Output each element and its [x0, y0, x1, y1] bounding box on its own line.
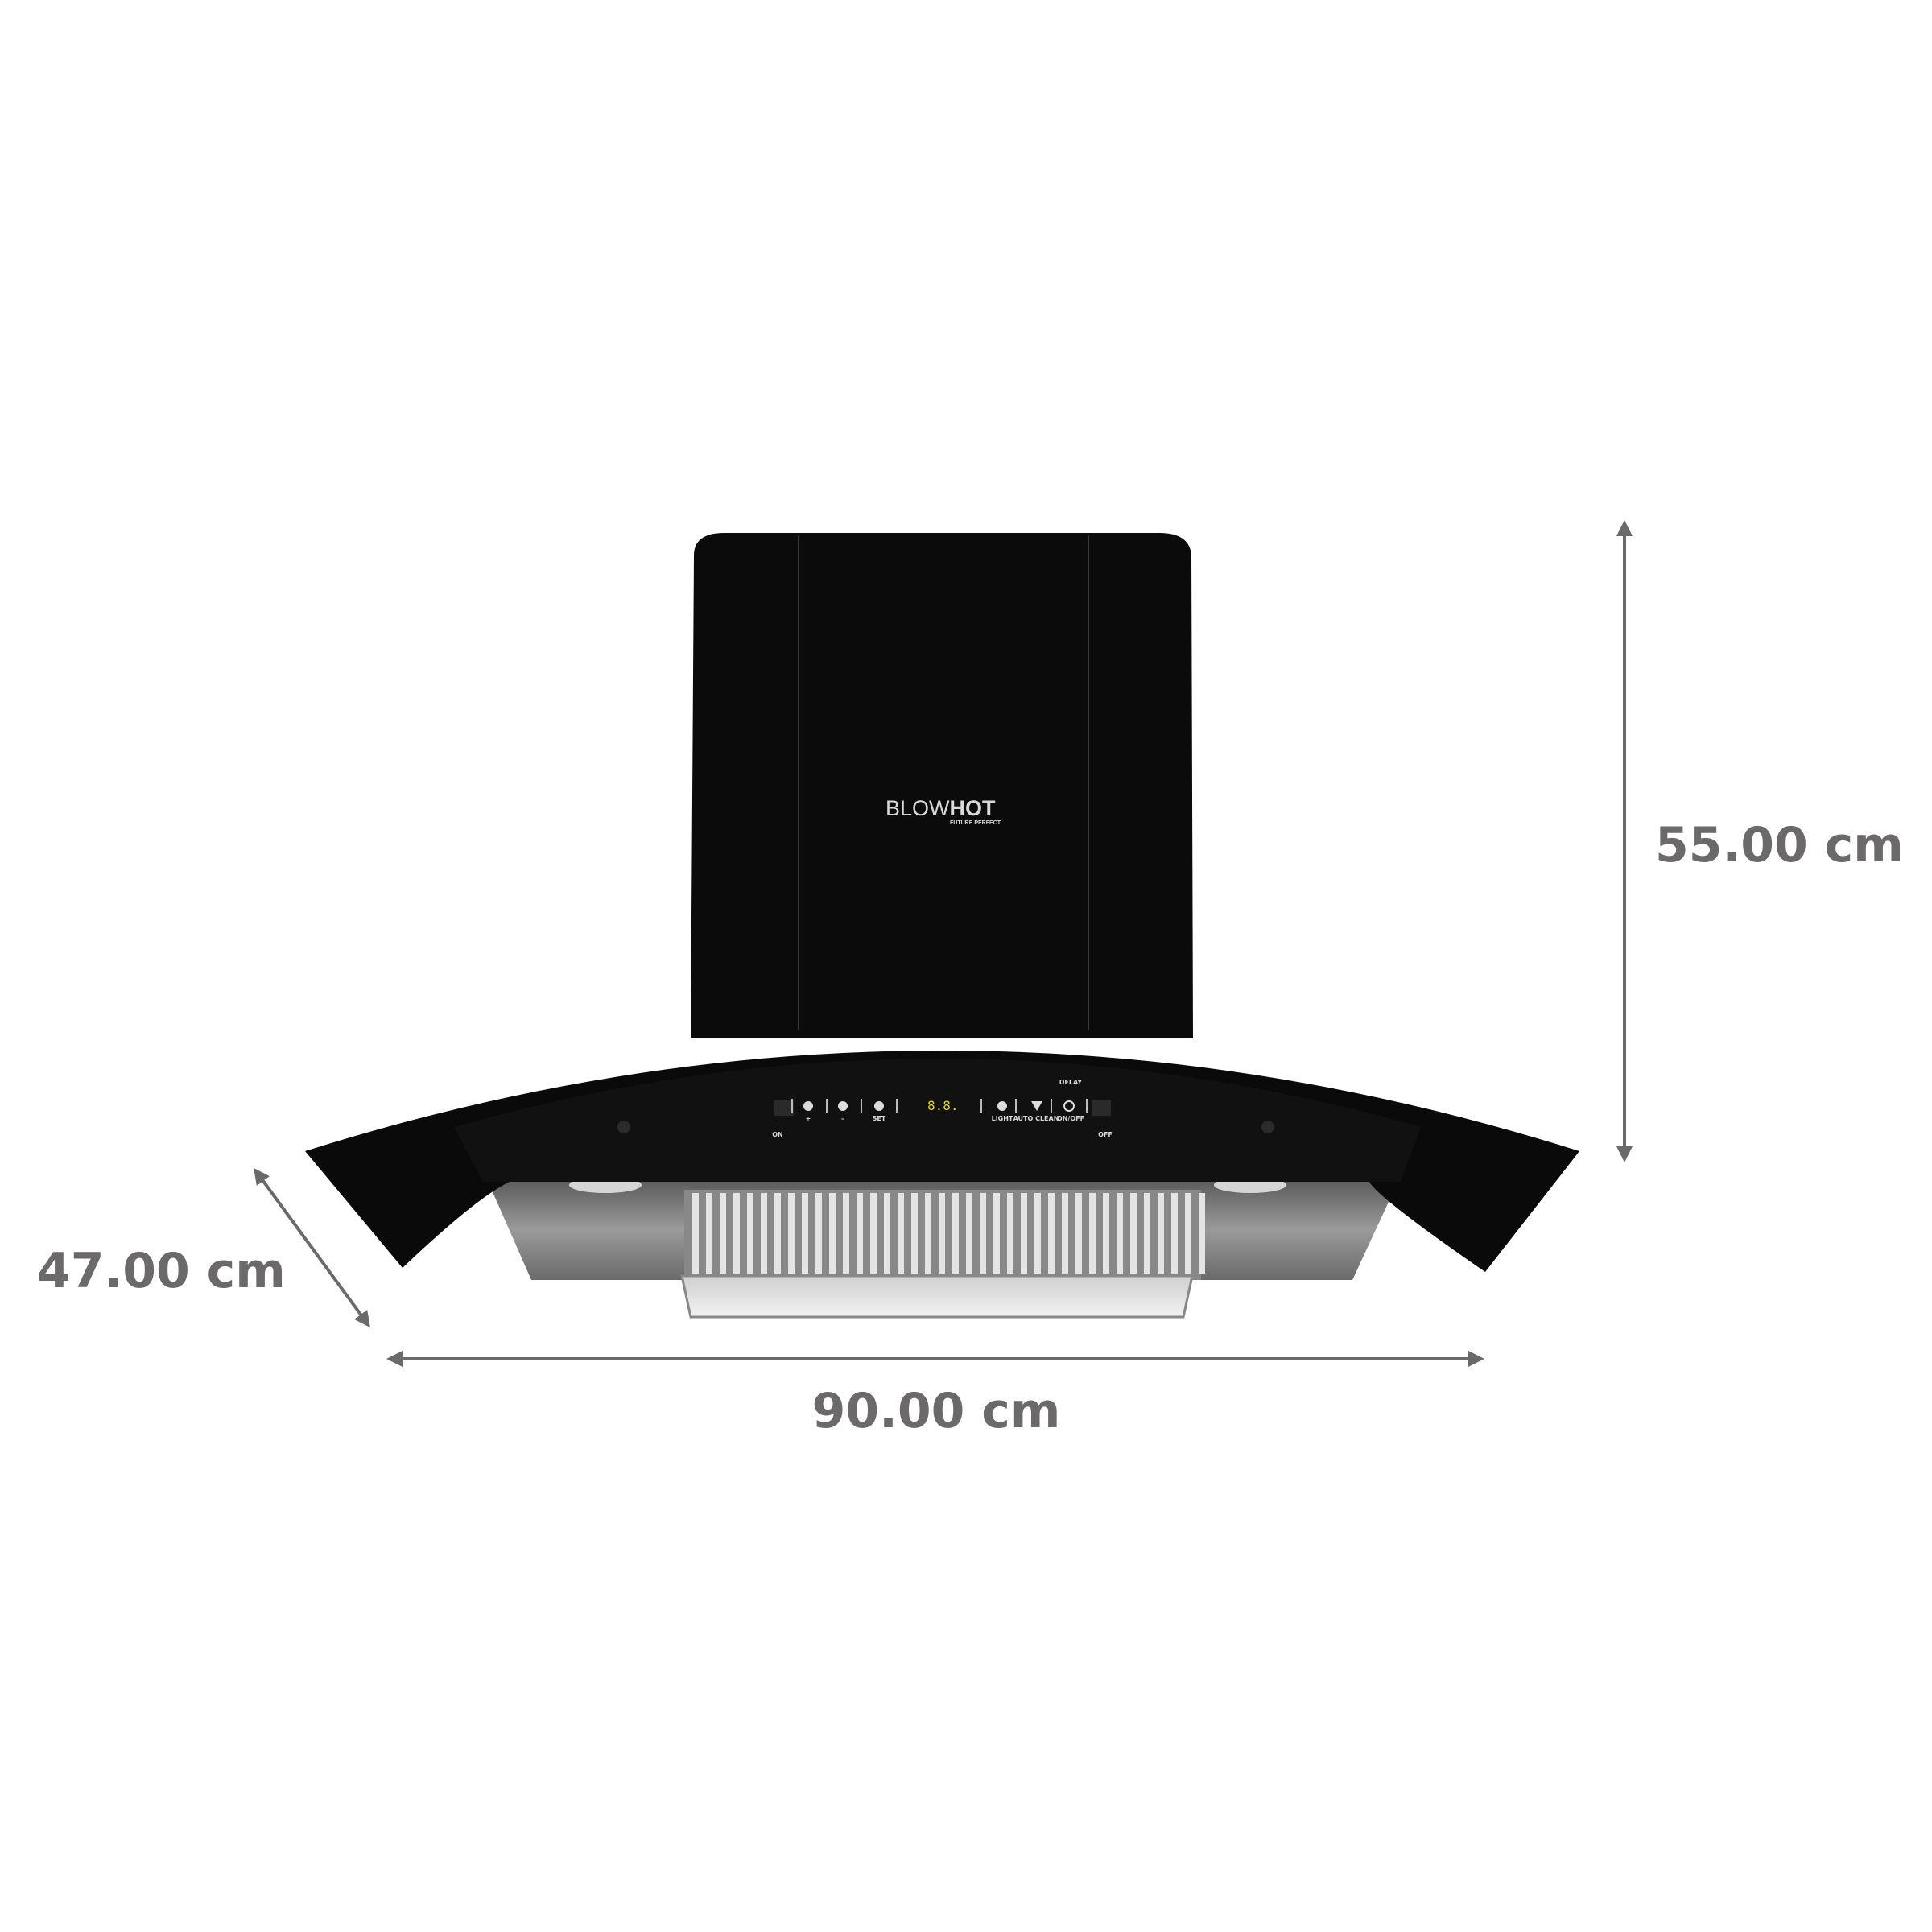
filter-slat [1144, 1193, 1150, 1274]
svg-text:BLOWHOT: BLOWHOT [886, 796, 996, 820]
filter-slat [706, 1193, 712, 1274]
filter-slat [761, 1193, 767, 1274]
svg-text:LIGHT: LIGHT [992, 1115, 1013, 1122]
svg-text:SET: SET [873, 1115, 886, 1122]
filter-slat [1171, 1193, 1178, 1274]
svg-text:–: – [841, 1115, 844, 1122]
filter-slat [692, 1193, 699, 1274]
filter-slat [747, 1193, 753, 1274]
filter-slat [1007, 1193, 1013, 1274]
filter-slat [1089, 1193, 1096, 1274]
depth-arrow [254, 1167, 370, 1328]
filter-slat [993, 1193, 1000, 1274]
gesture-sensor-right [1092, 1100, 1111, 1116]
steel-body [487, 1177, 1399, 1319]
filter-slat [980, 1193, 986, 1274]
filter-slat [815, 1193, 822, 1274]
filter-slat [1021, 1193, 1027, 1274]
auto-clean-icon[interactable] [1031, 1101, 1042, 1111]
glass-canopy [305, 1051, 1579, 1272]
filter-slat [774, 1193, 781, 1274]
filter-slat [884, 1193, 890, 1274]
filter-slat [952, 1193, 959, 1274]
filter-slat [720, 1193, 726, 1274]
power-icon[interactable] [1063, 1100, 1075, 1112]
svg-text:OFF: OFF [1098, 1131, 1113, 1138]
filter-slat [898, 1193, 904, 1274]
filter-slat [1130, 1193, 1137, 1274]
filter-slat [843, 1193, 849, 1274]
filter-slats [692, 1193, 1205, 1274]
width-label: 90.00 cm [812, 1383, 1061, 1439]
fan-set-icon[interactable] [874, 1101, 884, 1111]
filter-slat [870, 1193, 877, 1274]
filter-slat [788, 1193, 795, 1274]
filter-slat [1034, 1193, 1041, 1274]
filter-slat [1103, 1193, 1109, 1274]
panel-dividers [791, 1099, 1088, 1113]
chimney [691, 533, 1193, 1038]
svg-text:AUTO CLEAN: AUTO CLEAN [1013, 1115, 1059, 1122]
filter-slat [1117, 1193, 1123, 1274]
filter-slat [1062, 1193, 1068, 1274]
height-label: 55.00 cm [1655, 817, 1904, 873]
fan-low-icon[interactable] [838, 1101, 848, 1111]
filter-slat [939, 1193, 945, 1274]
filter-slat [829, 1193, 836, 1274]
filter-slat [911, 1193, 918, 1274]
filter-slat [733, 1193, 740, 1274]
filter-slat [925, 1193, 931, 1274]
gesture-sensor-left [774, 1100, 794, 1116]
control-panel: 8.8. + – SET LIGHT AUTO CLEAN ON/OFF DEL… [772, 1079, 1113, 1138]
filter-slat [1158, 1193, 1164, 1274]
filter-slat [1185, 1193, 1191, 1274]
filter-slat [802, 1193, 808, 1274]
filter-slat [1199, 1193, 1205, 1274]
brand-logo: BLOWHOT FUTURE PERFECT [886, 796, 1001, 826]
svg-text:ON/OFF: ON/OFF [1057, 1115, 1084, 1122]
filter-slat [966, 1193, 972, 1274]
svg-text:+: + [806, 1115, 811, 1122]
svg-text:ON: ON [772, 1131, 783, 1138]
light-icon[interactable] [997, 1101, 1007, 1111]
filter-slat [1075, 1193, 1082, 1274]
fan-high-icon[interactable] [803, 1101, 813, 1111]
digital-display: 8.8. [927, 1098, 959, 1113]
svg-text:DELAY: DELAY [1059, 1079, 1083, 1086]
filter-slat [1048, 1193, 1055, 1274]
depth-label: 47.00 cm [37, 1243, 286, 1299]
svg-text:FUTURE PERFECT: FUTURE PERFECT [950, 820, 1001, 826]
filter-slat [857, 1193, 863, 1274]
